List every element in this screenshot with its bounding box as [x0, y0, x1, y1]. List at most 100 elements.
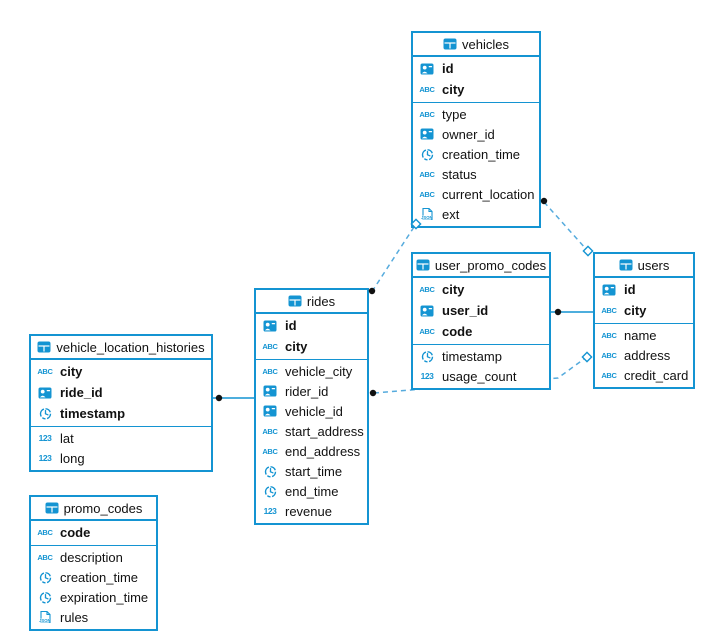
column-name: id [285, 318, 297, 333]
text-type-icon: ABC [419, 109, 435, 119]
table-header[interactable]: user_promo_codes [413, 254, 549, 278]
column-row[interactable]: end_time [256, 481, 367, 501]
column-row[interactable]: ride_id [31, 382, 211, 403]
column-name: city [624, 303, 647, 318]
column-row[interactable]: owner_id [413, 124, 539, 144]
relationship-line-vehicles-rides[interactable] [372, 226, 415, 291]
table-icon [37, 340, 51, 354]
column-name: ext [442, 206, 460, 222]
column-row[interactable]: id [256, 315, 367, 336]
column-name: vehicle_city [285, 363, 353, 379]
text-type-icon: ABC [601, 330, 617, 340]
column-row[interactable]: ABC vehicle_city [256, 361, 367, 381]
column-row[interactable]: timestamp [31, 403, 211, 424]
column-name: start_time [285, 463, 343, 479]
text-type-icon: ABC [601, 350, 617, 360]
table-header[interactable]: promo_codes [31, 497, 156, 521]
column-row[interactable]: ABC start_address [256, 421, 367, 441]
relationship-line-vehicles-users[interactable] [543, 201, 587, 250]
text-type-icon: ABC [262, 366, 278, 376]
text-type-icon: ABC [37, 528, 53, 537]
column-row[interactable]: ABC city [413, 79, 539, 100]
table-header[interactable]: users [595, 254, 693, 278]
id-badge-icon [417, 62, 437, 76]
text-type-icon: ABC [262, 426, 278, 436]
text-type-icon: ABC [419, 85, 435, 94]
column-row[interactable]: expiration_time [31, 587, 156, 607]
id-badge-icon [417, 304, 437, 318]
table-icon [619, 258, 633, 272]
column-row[interactable]: id [595, 279, 693, 300]
table-title: vehicle_location_histories [56, 339, 205, 355]
column-name: description [60, 549, 123, 565]
column-row[interactable]: vehicle_id [256, 401, 367, 421]
number-type-icon: 123 [420, 371, 434, 381]
column-row[interactable]: id [413, 58, 539, 79]
table-title: promo_codes [63, 500, 143, 516]
column-name: city [442, 282, 465, 297]
column-row[interactable]: timestamp [413, 346, 549, 366]
id-badge-icon [599, 283, 619, 297]
column-row[interactable]: JSON rules [31, 607, 156, 627]
table-title: rides [306, 293, 336, 309]
column-row[interactable]: start_time [256, 461, 367, 481]
table-title: user_promo_codes [434, 257, 547, 273]
json-type-icon: JSON [35, 610, 55, 624]
column-name: status [442, 166, 477, 182]
table-header[interactable]: vehicle_location_histories [31, 336, 211, 360]
text-type-icon: ABC [419, 169, 435, 179]
column-name: creation_time [60, 569, 139, 585]
column-name: code [442, 324, 473, 339]
column-name: rules [60, 609, 89, 625]
text-type-icon: ABC [37, 367, 53, 376]
column-name: rider_id [285, 383, 329, 399]
number-type-icon: 123 [38, 453, 52, 463]
column-row[interactable]: ABC status [413, 164, 539, 184]
relationship-line-rides-users[interactable] [373, 358, 585, 394]
column-row[interactable]: user_id [413, 300, 549, 321]
table-icon [443, 37, 457, 51]
column-name: owner_id [442, 126, 495, 142]
column-name: start_address [285, 423, 364, 439]
column-row[interactable]: creation_time [413, 144, 539, 164]
column-row[interactable]: ABC end_address [256, 441, 367, 461]
table-header[interactable]: vehicles [413, 33, 539, 57]
table-header[interactable]: rides [256, 290, 367, 314]
table-title: vehicles [462, 36, 509, 52]
column-row[interactable]: creation_time [31, 567, 156, 587]
column-name: credit_card [624, 367, 689, 383]
column-name: city [442, 82, 465, 97]
column-name: end_address [285, 443, 361, 459]
column-row[interactable]: rider_id [256, 381, 367, 401]
text-type-icon: ABC [262, 446, 278, 456]
